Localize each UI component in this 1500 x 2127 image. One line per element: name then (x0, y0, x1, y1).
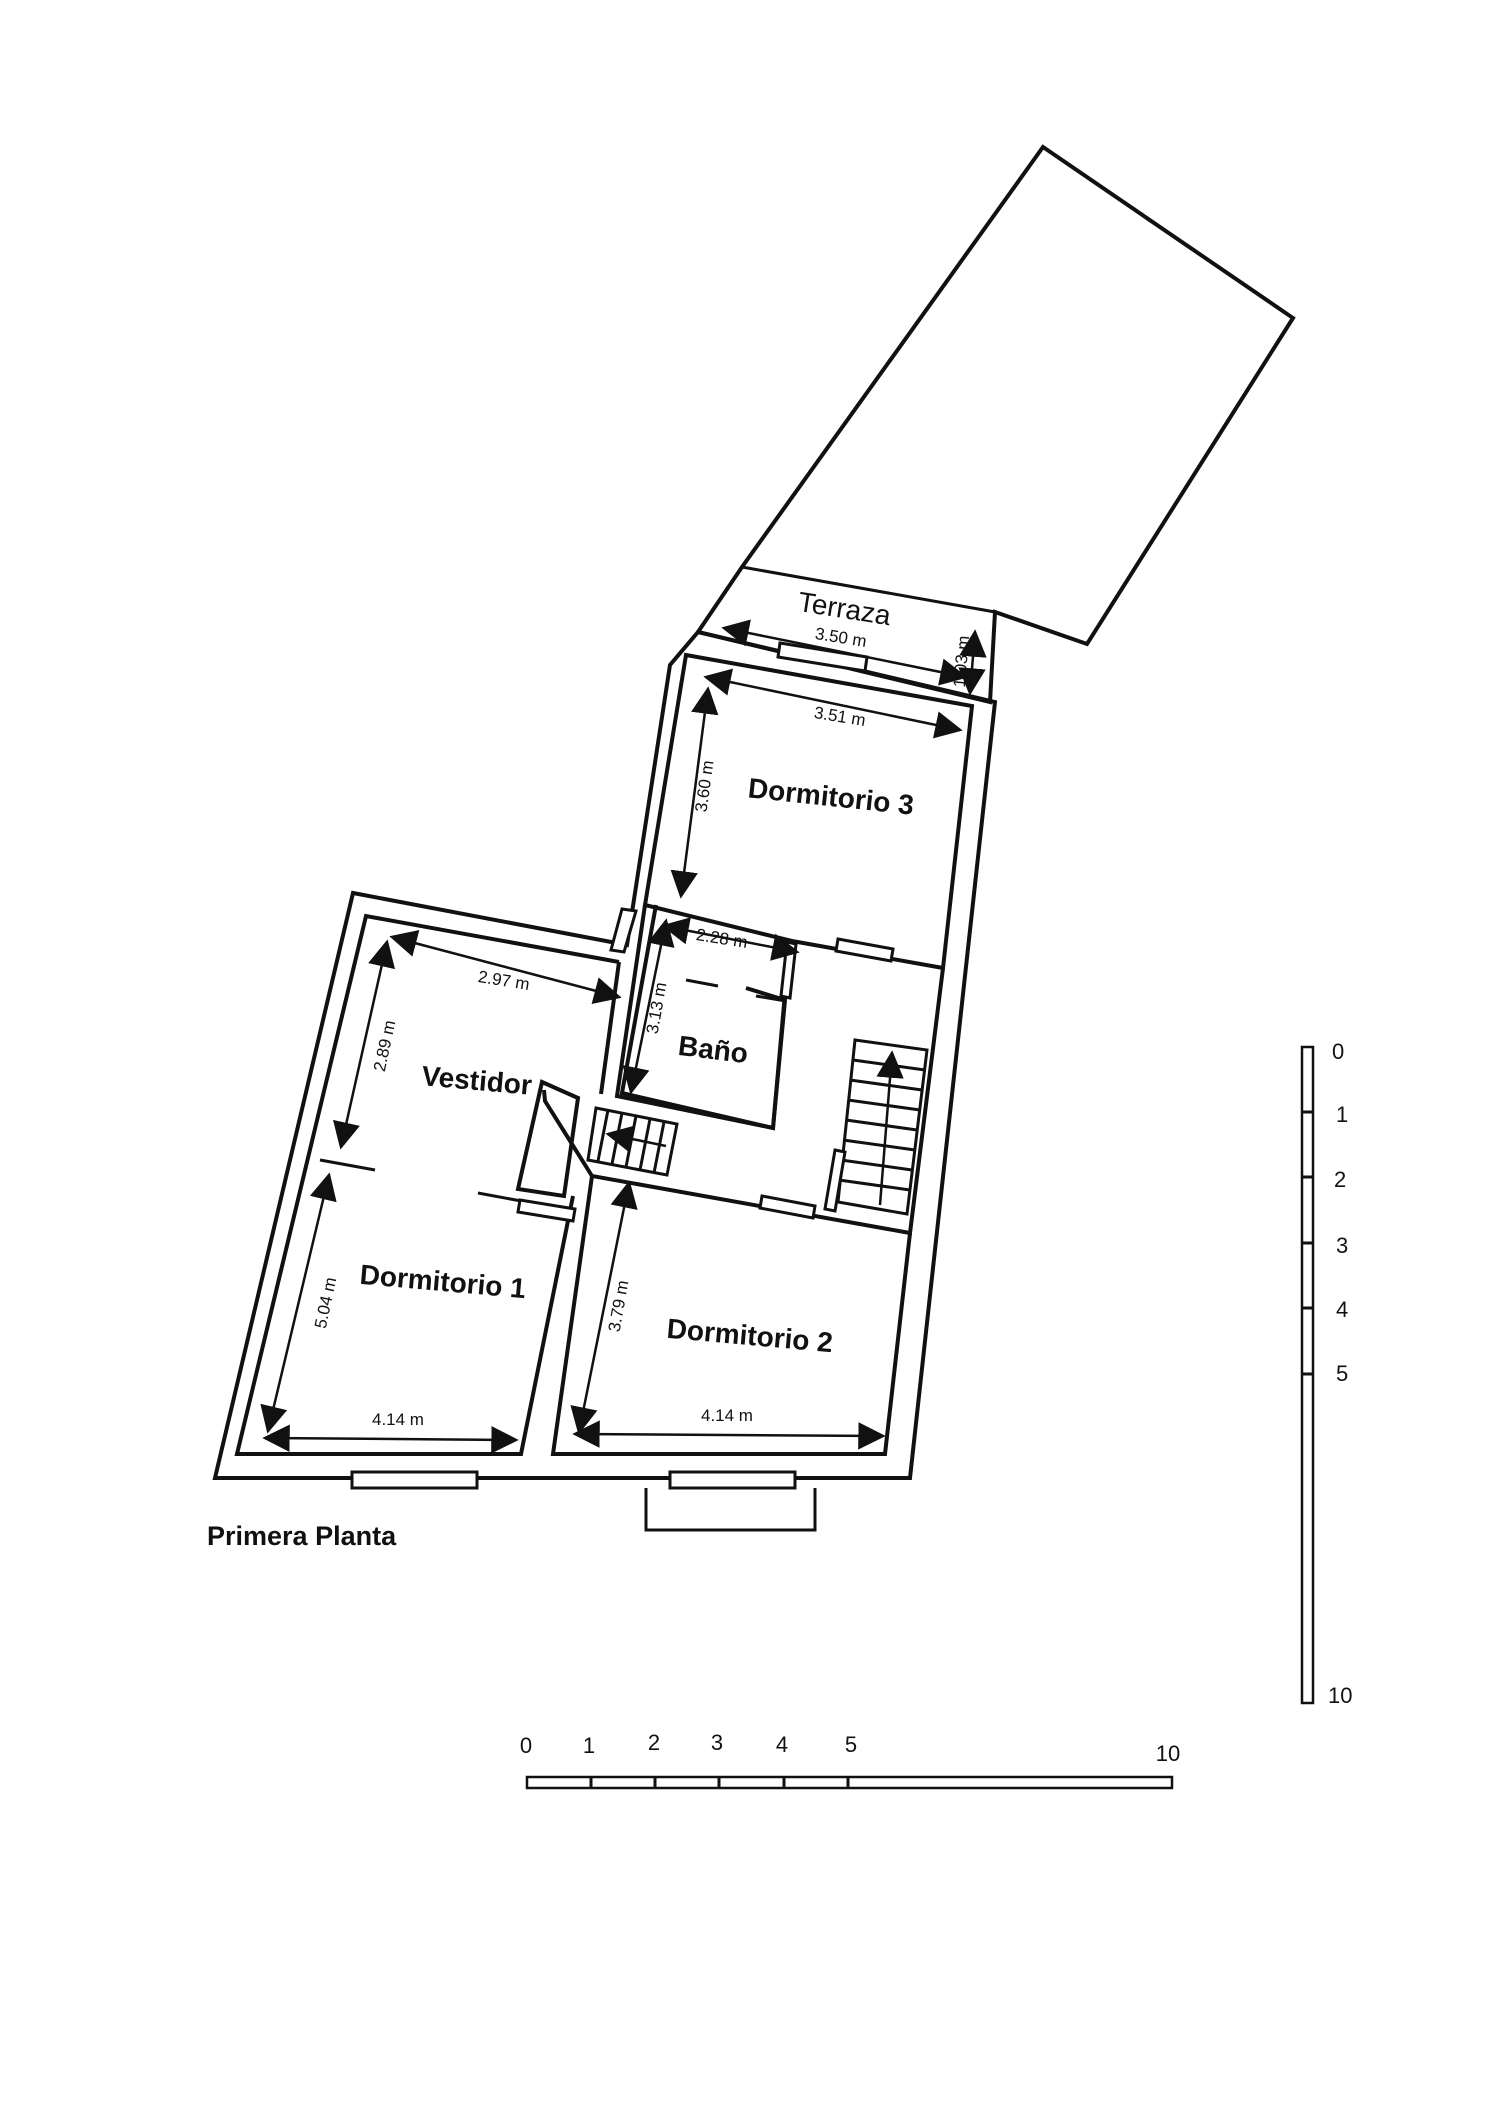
bano-door-2 (755, 994, 787, 1003)
small-stair (586, 1106, 679, 1177)
vestidor-east-wall (599, 961, 621, 1095)
room-dormitorio-1: Dormitorio 1 (359, 1259, 528, 1304)
vscale-label-2: 2 (1334, 1167, 1346, 1192)
hscale-label-5: 5 (845, 1732, 857, 1757)
vscale-label-5: 5 (1336, 1361, 1348, 1386)
room-dormitorio-3: Dormitorio 3 (747, 772, 916, 820)
room-dormitorio-2: Dormitorio 2 (666, 1313, 835, 1358)
vscale-label-4: 4 (1336, 1297, 1348, 1322)
hscale-label-2: 2 (648, 1730, 660, 1755)
closet-diagonal (543, 1100, 594, 1177)
hscale-label-3: 3 (711, 1730, 723, 1755)
vertical-scale: 0 1 2 3 4 5 10 (1300, 1039, 1352, 1708)
vscale-label-0: 0 (1332, 1039, 1344, 1064)
bano-door (685, 978, 719, 988)
dim-bano-depth: 3.13 m (643, 981, 671, 1035)
hscale-label-4: 4 (776, 1732, 788, 1757)
hscale-label-10: 10 (1156, 1741, 1180, 1766)
vscale-label-10: 10 (1328, 1683, 1352, 1708)
room-vestidor: Vestidor (420, 1060, 533, 1101)
vscale-label-1: 1 (1336, 1102, 1348, 1127)
dim-terraza-depth: 1.03 m (950, 635, 973, 688)
terrace-inner-line (741, 565, 996, 614)
dimension-lines (260, 619, 987, 1454)
horizontal-scale: 0 1 2 3 4 5 10 (520, 1730, 1180, 1790)
dim-vestidor-depth: 2.89 m (370, 1018, 399, 1073)
dim-d1-depth: 5.04 m (311, 1275, 340, 1330)
vestidor-walls (234, 913, 620, 1456)
plan-title: Primera Planta (207, 1521, 397, 1551)
dim-d1-width: 4.14 m (372, 1410, 424, 1429)
stair-hall-walls (542, 967, 945, 1236)
room-bano: Baño (677, 1030, 750, 1069)
dim-d3-width: 3.51 m (813, 703, 867, 730)
dim-d3-depth: 3.60 m (692, 759, 718, 813)
d1-door-left (319, 1158, 376, 1172)
vestidor-closet (515, 1079, 581, 1199)
hscale-label-0: 0 (520, 1733, 532, 1758)
terrace-outline (694, 144, 1296, 705)
hscale-label-1: 1 (583, 1733, 595, 1758)
balcony (644, 1488, 817, 1532)
vscale-label-3: 3 (1336, 1233, 1348, 1258)
main-stair (836, 1038, 929, 1216)
dim-d2-width: 4.14 m (701, 1406, 753, 1425)
